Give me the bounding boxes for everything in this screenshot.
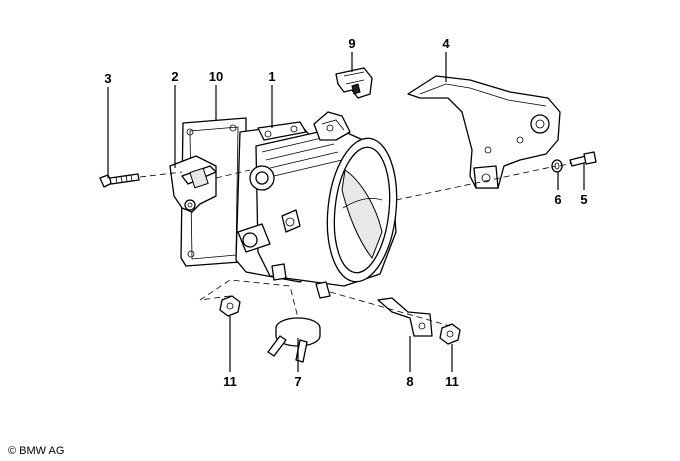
callout-4: 4 [442, 36, 450, 51]
leader-lines [107, 52, 585, 372]
callout-8: 8 [406, 374, 413, 389]
callout-labels: 1 2 3 4 5 6 7 8 9 10 11 11 [104, 36, 587, 389]
callout-2: 2 [171, 69, 178, 84]
vent-part-7[interactable] [267, 317, 321, 363]
bolt-part-5[interactable] [569, 151, 597, 167]
callout-6: 6 [554, 192, 561, 207]
callout-9: 9 [348, 36, 355, 51]
callout-3: 3 [104, 71, 111, 86]
screw-part-3[interactable] [99, 173, 140, 188]
bracket-part-4[interactable] [407, 75, 561, 189]
nut-part-11-left[interactable] [219, 295, 241, 317]
callout-10: 10 [209, 69, 223, 84]
washer-part-6[interactable] [551, 159, 563, 173]
callout-7: 7 [294, 374, 301, 389]
throttle-body-part-1[interactable] [235, 111, 403, 299]
strap-part-8[interactable] [377, 297, 433, 337]
callout-1: 1 [268, 69, 275, 84]
clip-part-9[interactable] [335, 67, 373, 99]
copyright-notice: © BMW AG [8, 445, 65, 457]
callout-11-left: 11 [223, 374, 237, 389]
assembly-lines [139, 162, 573, 327]
throttle-sensor-part-2[interactable] [169, 155, 217, 213]
callout-5: 5 [580, 192, 587, 207]
nut-part-11-right[interactable] [439, 323, 461, 345]
callout-11-right: 11 [445, 374, 459, 389]
